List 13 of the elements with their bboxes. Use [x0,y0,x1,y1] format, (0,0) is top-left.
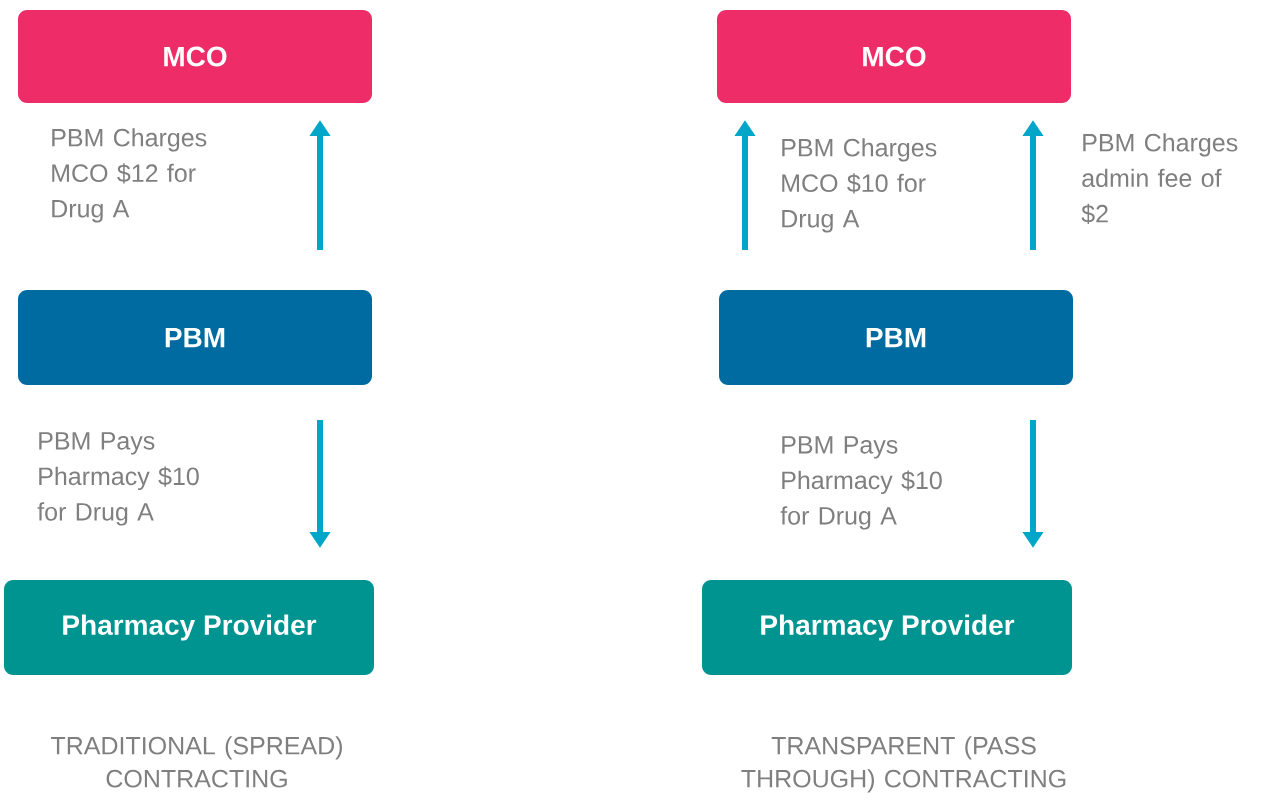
edge-label: PBM Pays Pharmacy $10 for Drug A [780,436,942,530]
edge-label: PBM Charges MCO $12 for Drug A [52,128,207,223]
caption: TRADITIONAL (SPREAD) CONTRACTING [51,736,342,788]
process-box: Pharmacy Provider [702,580,1072,675]
edge-label: PBM Pays Pharmacy $10 for Drug A [37,432,199,526]
edge-label: PBM Charges MCO $10 for Drug A [782,138,937,233]
process-box: Pharmacy Provider [4,580,374,675]
process-box: MCO [717,10,1071,103]
process-box: MCO [18,10,372,103]
process-box: PBM [18,290,372,385]
caption: TRANSPARENT (PASS THROUGH) CONTRACTING [741,736,1066,793]
process-box: PBM [719,290,1073,385]
edge-label: PBM Charges admin fee of $2 [1081,133,1238,225]
